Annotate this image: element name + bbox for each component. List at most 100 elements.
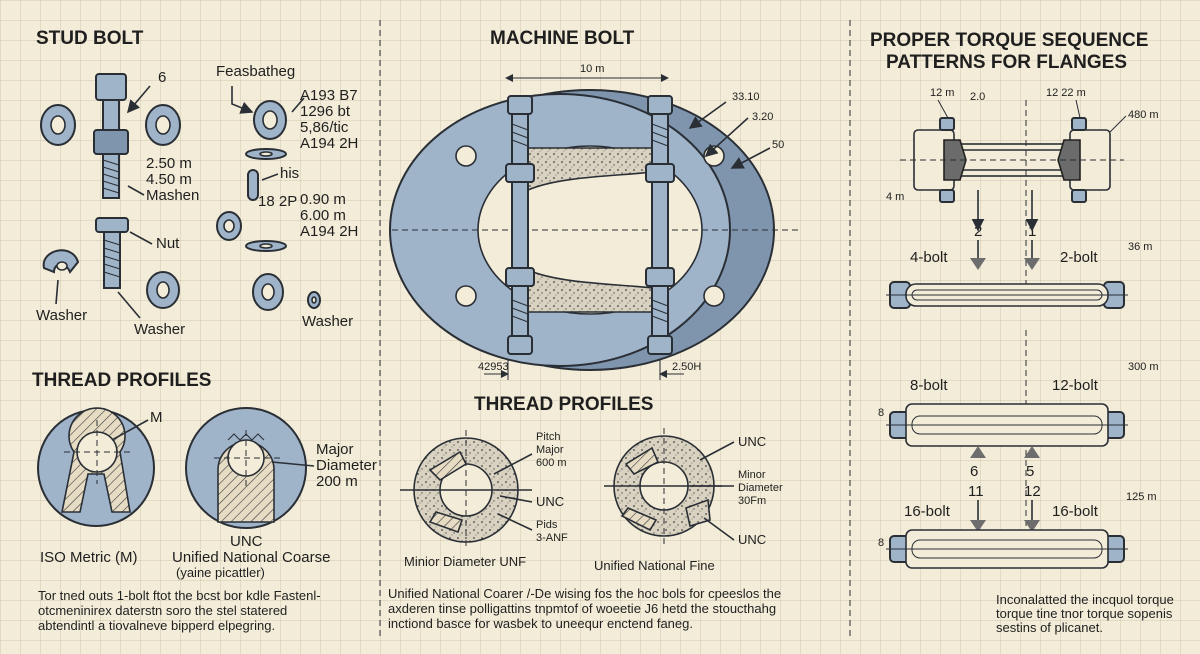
stud-bolt-section: STUD BOLT 6 2.50 m 4.50 m Mashen [36,28,358,338]
flange-bar [886,529,1128,569]
down-arrow-icon [1024,258,1040,270]
up-arrow-icon [970,446,986,458]
washer-label: Washer [36,307,87,324]
washer-icon [253,100,287,140]
thread-profiles-title: THREAD PROFILES [32,370,211,391]
washer-label: Washer [134,321,185,338]
spec-label: A193 B7 [300,87,358,104]
major-label: 200 m [316,473,358,490]
unc-label: UNC [230,533,263,550]
dimension-label: 50 [772,139,784,151]
unified-fine-label: Unified National Fine [594,558,715,573]
pin-icon [247,169,259,201]
washer-icon [145,104,181,146]
spec-label: 1296 bt [300,103,351,120]
torque-dim-label: 480 m [1128,109,1159,121]
sequence-number: 5 [1026,463,1034,480]
washer-label: Washer [302,313,353,330]
his-label: his [280,165,299,182]
bolt-count-label: 2-bolt [1060,249,1098,266]
flange-bar [886,403,1128,447]
washer-icon [252,273,284,311]
spec-label: A194 2H [300,223,358,240]
bolt-count-label: 8-bolt [910,377,948,394]
split-washer-icon [42,249,80,274]
pids-label: Pids [536,519,558,531]
torque-dim-label: 36 m [1128,241,1152,253]
bolt-count-label: 4-bolt [910,249,948,266]
note-line: Tor tned outs 1-bolt ftot the bcst bor k… [38,588,321,603]
major-label: Diameter [316,457,377,474]
nut-label: Nut [156,235,180,252]
torque-dim-label: 300 m [1128,361,1159,373]
torque-dim-label: 125 m [1126,491,1157,503]
dimension-label: 42953 [478,361,509,373]
down-arrow-icon [1024,520,1040,532]
side-number: 8 [878,537,884,549]
stud-dim-label: 4.50 m [146,171,192,188]
major-label: Major [316,441,354,458]
minor-label: Minor [738,469,766,481]
unf-thread-profile [604,428,722,546]
pitch-label: Pitch [536,431,560,443]
unc-thread-profile [400,430,532,550]
stud-dim-label: 0.90 m [300,191,346,208]
torque-dim-label: 12 22 m [1046,87,1086,99]
note-line: Inconalatted the incquol torque [996,592,1174,607]
iso-metric-profile [37,407,155,527]
unc-label: UNC [536,494,564,509]
stud-dim-label: 2.50 m [146,155,192,172]
small-washer-icon [307,291,321,309]
torque-dim-label: 12 m [930,87,954,99]
note-line: sestins of plicanet. [996,620,1103,635]
minor-label: Diameter [738,482,783,494]
stud-bolt-drawing [93,73,129,199]
stud-dim-label: 6.00 m [300,207,346,224]
thread-profiles-middle-section: THREAD PROFILES Pitch Major 600 m UNC Pi… [388,394,783,631]
unified-coarse-label: Unified National Coarse [172,549,330,566]
flange-drawing [389,89,800,371]
flat-washer-icon [245,148,287,160]
flat-washer-icon [245,240,287,252]
torque-title: PATTERNS FOR FLANGES [886,52,1127,73]
flange-bar [886,281,1128,309]
sequence-number: 12 [1024,483,1041,500]
sequence-number: 11 [968,483,984,500]
thread-profiles-left-section: THREAD PROFILES M ISO Metric (M) Major D… [32,370,377,633]
nut-icon [216,211,242,241]
bolt-count-label: 12-bolt [1052,377,1099,394]
metric-m-label: M [150,409,163,426]
machine-bolt-title: MACHINE BOLT [490,28,635,49]
note-line: Unified National Coarer /-De wising fos … [388,586,781,601]
mashen-label: Mashen [146,187,199,204]
spec-label: 5,86/tic [300,119,349,136]
torque-sequence-section: PROPER TORQUE SEQUENCE PATTERNS FOR FLAN… [870,30,1174,635]
note-line: axderen tinse polligattins tnpmtof of wo… [388,601,776,616]
note-line: torque tine tnor torque sopenis [996,606,1173,621]
unified-coarse-profile [185,407,307,529]
minor-unf-label: Minior Diameter UNF [404,554,526,569]
machine-bolt-section: MACHINE BOLT 10 m [389,28,800,380]
minor-label: 30Fm [738,495,766,507]
note-line: otcmeninirex daterstn soro the stel stat… [38,603,287,618]
note-line: abtendintl a tiovalneve bipperd elpegrin… [38,618,275,633]
torque-dim-label: 2.0 [970,91,985,103]
unc-label: UNC [738,532,766,547]
stud-bolt-title: STUD BOLT [36,28,144,49]
washer-icon [146,271,180,309]
side-number: 8 [878,407,884,419]
down-arrow-icon [970,520,986,532]
machine-bolt-icon [505,95,535,355]
pitch-label: 600 m [536,457,567,469]
stud-number-label: 6 [158,69,166,86]
note-line: inctiond basce for wasbek to uneequr enc… [388,616,693,631]
sequence-number: 6 [970,463,978,480]
up-arrow-icon [1024,446,1040,458]
feature-label: Feasbatheg [216,63,295,80]
dimension-label: 2.50H [672,361,701,373]
thread-profiles-title: THREAD PROFILES [474,394,653,415]
unified-coarse-sublabel: (yaine picattler) [176,565,265,580]
dimension-label: 33.10 [732,91,760,103]
machine-bolt-icon [645,95,675,355]
